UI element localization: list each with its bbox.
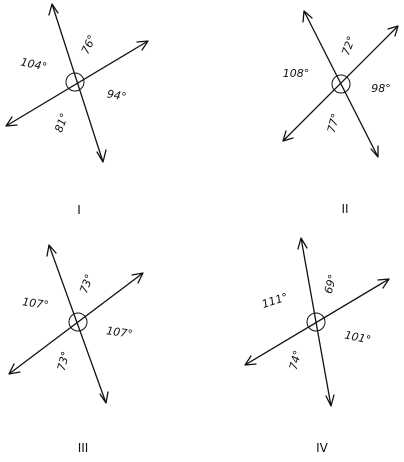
arrowhead	[282, 130, 294, 142]
angle-label-top: 73°	[77, 272, 96, 295]
arrowhead	[136, 40, 149, 51]
angle-label-top: 69°	[322, 273, 340, 295]
angle-label-left: 108°	[283, 67, 310, 80]
arrowhead	[387, 25, 399, 37]
arrowhead	[48, 3, 59, 16]
arrowhead	[99, 391, 109, 404]
line-b	[8, 272, 144, 375]
angle-label-bottom: 77°	[325, 112, 343, 134]
panel-label: III	[78, 441, 89, 455]
arrowhead	[377, 278, 390, 289]
angle-label-right: 101°	[343, 328, 372, 346]
panel-label: IV	[316, 441, 329, 455]
angle-arc	[68, 312, 88, 332]
arrowhead	[244, 355, 257, 366]
angle-label-bottom: 81°	[52, 111, 71, 134]
arrowhead	[302, 10, 313, 23]
line-b	[244, 278, 390, 366]
angle-label-left: 104°	[19, 55, 48, 73]
angle-label-top: 72°	[339, 34, 358, 57]
angle-label-right: 98°	[371, 82, 391, 95]
arrowhead	[370, 145, 379, 158]
angle-arc	[306, 312, 326, 332]
panel-2: 72° 108° 98° 77° II	[282, 10, 399, 216]
angle-label-right: 94°	[106, 87, 127, 103]
line-a	[48, 244, 107, 404]
panel-label: I	[77, 203, 81, 217]
panel-label: II	[341, 202, 348, 216]
panel-4: 69° 111° 101° 74° IV	[244, 237, 390, 455]
panel-1: 76° 104° 94° 81° I	[5, 3, 149, 217]
angle-label-left: 111°	[260, 290, 289, 311]
arrowhead	[8, 363, 21, 375]
angle-arc	[65, 72, 85, 92]
angle-label-top: 76°	[79, 33, 99, 56]
line-b	[5, 40, 149, 127]
arrowhead	[131, 272, 144, 284]
arrowhead	[325, 394, 335, 407]
arrowhead	[5, 116, 18, 127]
angle-label-bottom: 74°	[287, 349, 305, 371]
angle-label-bottom: 73°	[55, 350, 73, 372]
arrowhead	[297, 237, 308, 250]
arrowhead	[46, 244, 57, 257]
line-a	[303, 10, 379, 158]
arrowhead	[96, 149, 107, 163]
line-b	[282, 25, 399, 142]
angle-label-left: 107°	[21, 295, 49, 312]
angle-arc	[331, 74, 351, 94]
panel-3: 73° 107° 107° 73° III	[8, 244, 144, 455]
angle-label-right: 107°	[105, 324, 133, 341]
